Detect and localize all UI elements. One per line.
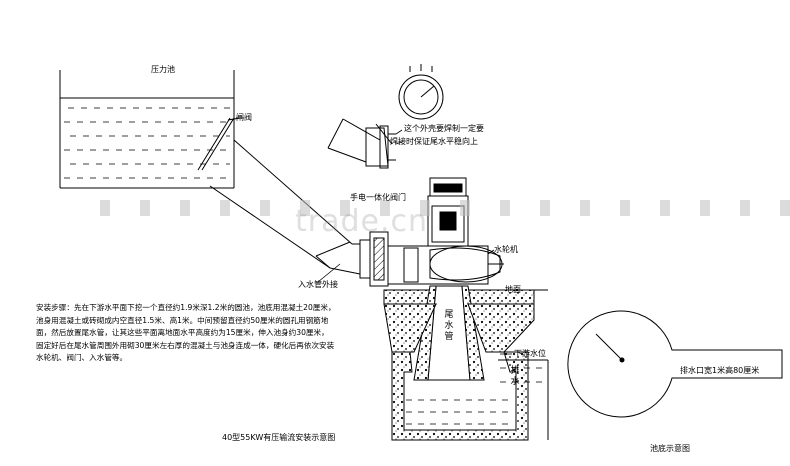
installation-instructions: 安装步骤：先在下游水平面下挖一个直径约1.9米深1.2米的圆池，池底用混凝土20… [36,303,336,363]
label-ground: 地面 [505,285,521,294]
pool-bottom-drawing [567,310,783,418]
label-unit-valve: 手电一体化阀门 [350,193,406,202]
label-drain-note: 排水口宽1米高80厘米 [680,366,760,375]
label-outlet: 排水 [510,366,520,387]
label-cutaway-note-2: 焊接时保证尾水平稳向上 [390,137,478,146]
label-intake-pipe: 入水管外接 [298,280,338,289]
pressure-tank [59,70,235,189]
penstock [209,139,353,269]
watermark: trade.cn [295,204,429,239]
watermark-band [100,200,790,216]
concrete-pit [383,303,549,441]
elbow-detail [327,64,444,169]
leader-lines [236,117,512,355]
pool-caption: 池底示意图 [650,444,690,453]
label-cutaway-note-1: 这个外壳要焊制一定要 [404,124,484,133]
label-downstream-level: 下游水位 [514,349,546,358]
label-turbine: 水轮机 [494,245,518,254]
label-gate: 闸阀 [236,113,252,122]
label-pressure-tank: 压力池 [151,65,175,74]
main-caption: 40型55KW有压输流安装示意图 [222,433,336,442]
label-tail-pipe: 尾水管 [444,310,454,342]
